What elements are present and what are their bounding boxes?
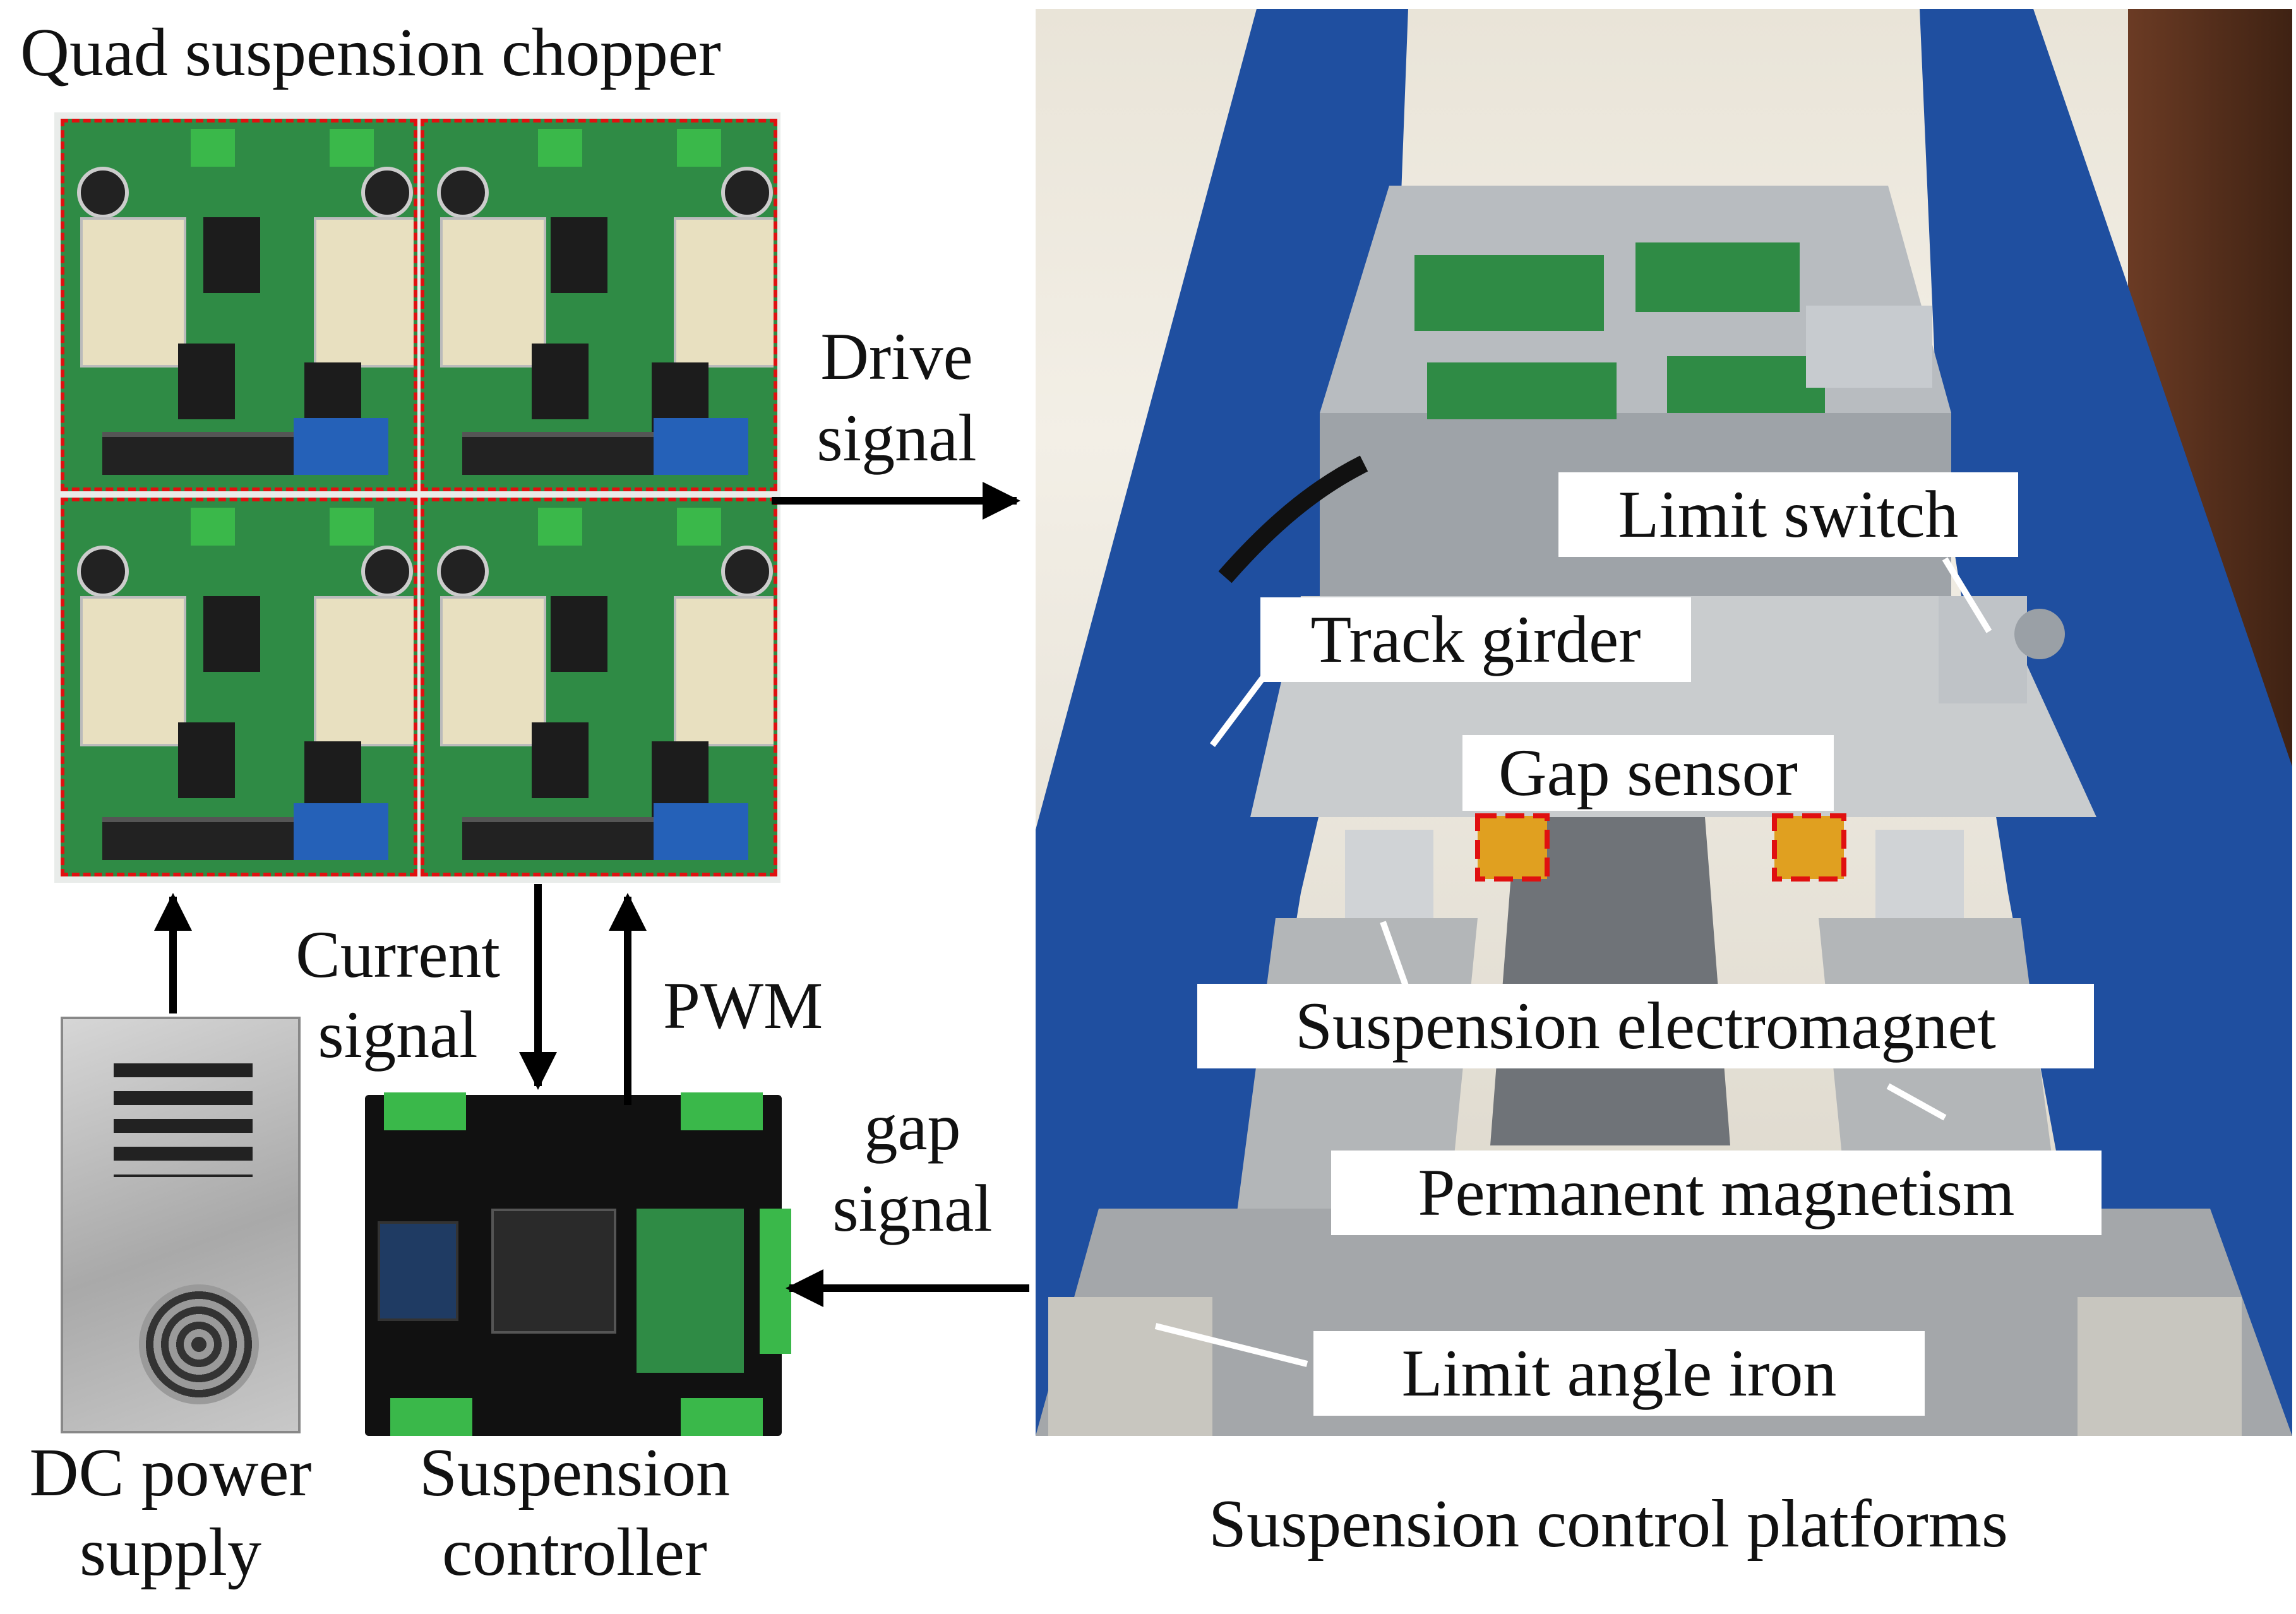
dc-power-supply-photo: [61, 1017, 301, 1433]
terminal-block-top-left: [384, 1092, 466, 1130]
callout-permanent-magnetism: Permanent magnetism: [1331, 1151, 2102, 1235]
terminal-block-top-right: [681, 1092, 763, 1130]
terminal-block-bottom-left: [390, 1398, 472, 1436]
suspension-controller-label: Suspension controller: [419, 1435, 731, 1591]
platform-caption: Suspension control platforms: [1209, 1486, 2008, 1562]
current-signal-label: Current signal: [296, 918, 500, 1072]
suspension-controller-photo: [365, 1092, 791, 1436]
callout-limit-switch: Limit switch: [1558, 472, 2018, 557]
callout-track-girder: Track girder: [1260, 597, 1691, 682]
drive-signal-label: Drive signal: [816, 320, 977, 475]
fan-grille: [139, 1284, 259, 1404]
pwm-label: PWM: [663, 969, 823, 1043]
chopper-board-4: [421, 498, 777, 876]
chopper-board-3: [61, 498, 417, 876]
permanent-magnet-leader: [1886, 1083, 1947, 1121]
chopper-title: Quad suspension chopper: [20, 15, 721, 90]
sensor-module: [637, 1209, 744, 1373]
mcu-chip: [491, 1209, 616, 1334]
gap-signal-label: gap signal: [832, 1090, 993, 1246]
callout-gap-sensor: Gap sensor: [1462, 735, 1834, 811]
vent-slots: [114, 1063, 253, 1177]
callout-limit-angle-iron: Limit angle iron: [1313, 1331, 1925, 1416]
terminal-block-bottom-right: [681, 1398, 763, 1436]
chopper-board-1: [61, 119, 417, 491]
display-module: [378, 1221, 458, 1321]
limit-angle-iron-leader: [1154, 1323, 1308, 1367]
limit-switch-leader: [1942, 557, 1992, 633]
chopper-board-2: [421, 119, 777, 491]
dc-power-supply-label: DC power supply: [29, 1435, 312, 1591]
callout-suspension-electromagnet: Suspension electromagnet: [1197, 984, 2094, 1068]
track-girder-leader: [1210, 667, 1272, 747]
quad-chopper-photo: [54, 112, 780, 883]
